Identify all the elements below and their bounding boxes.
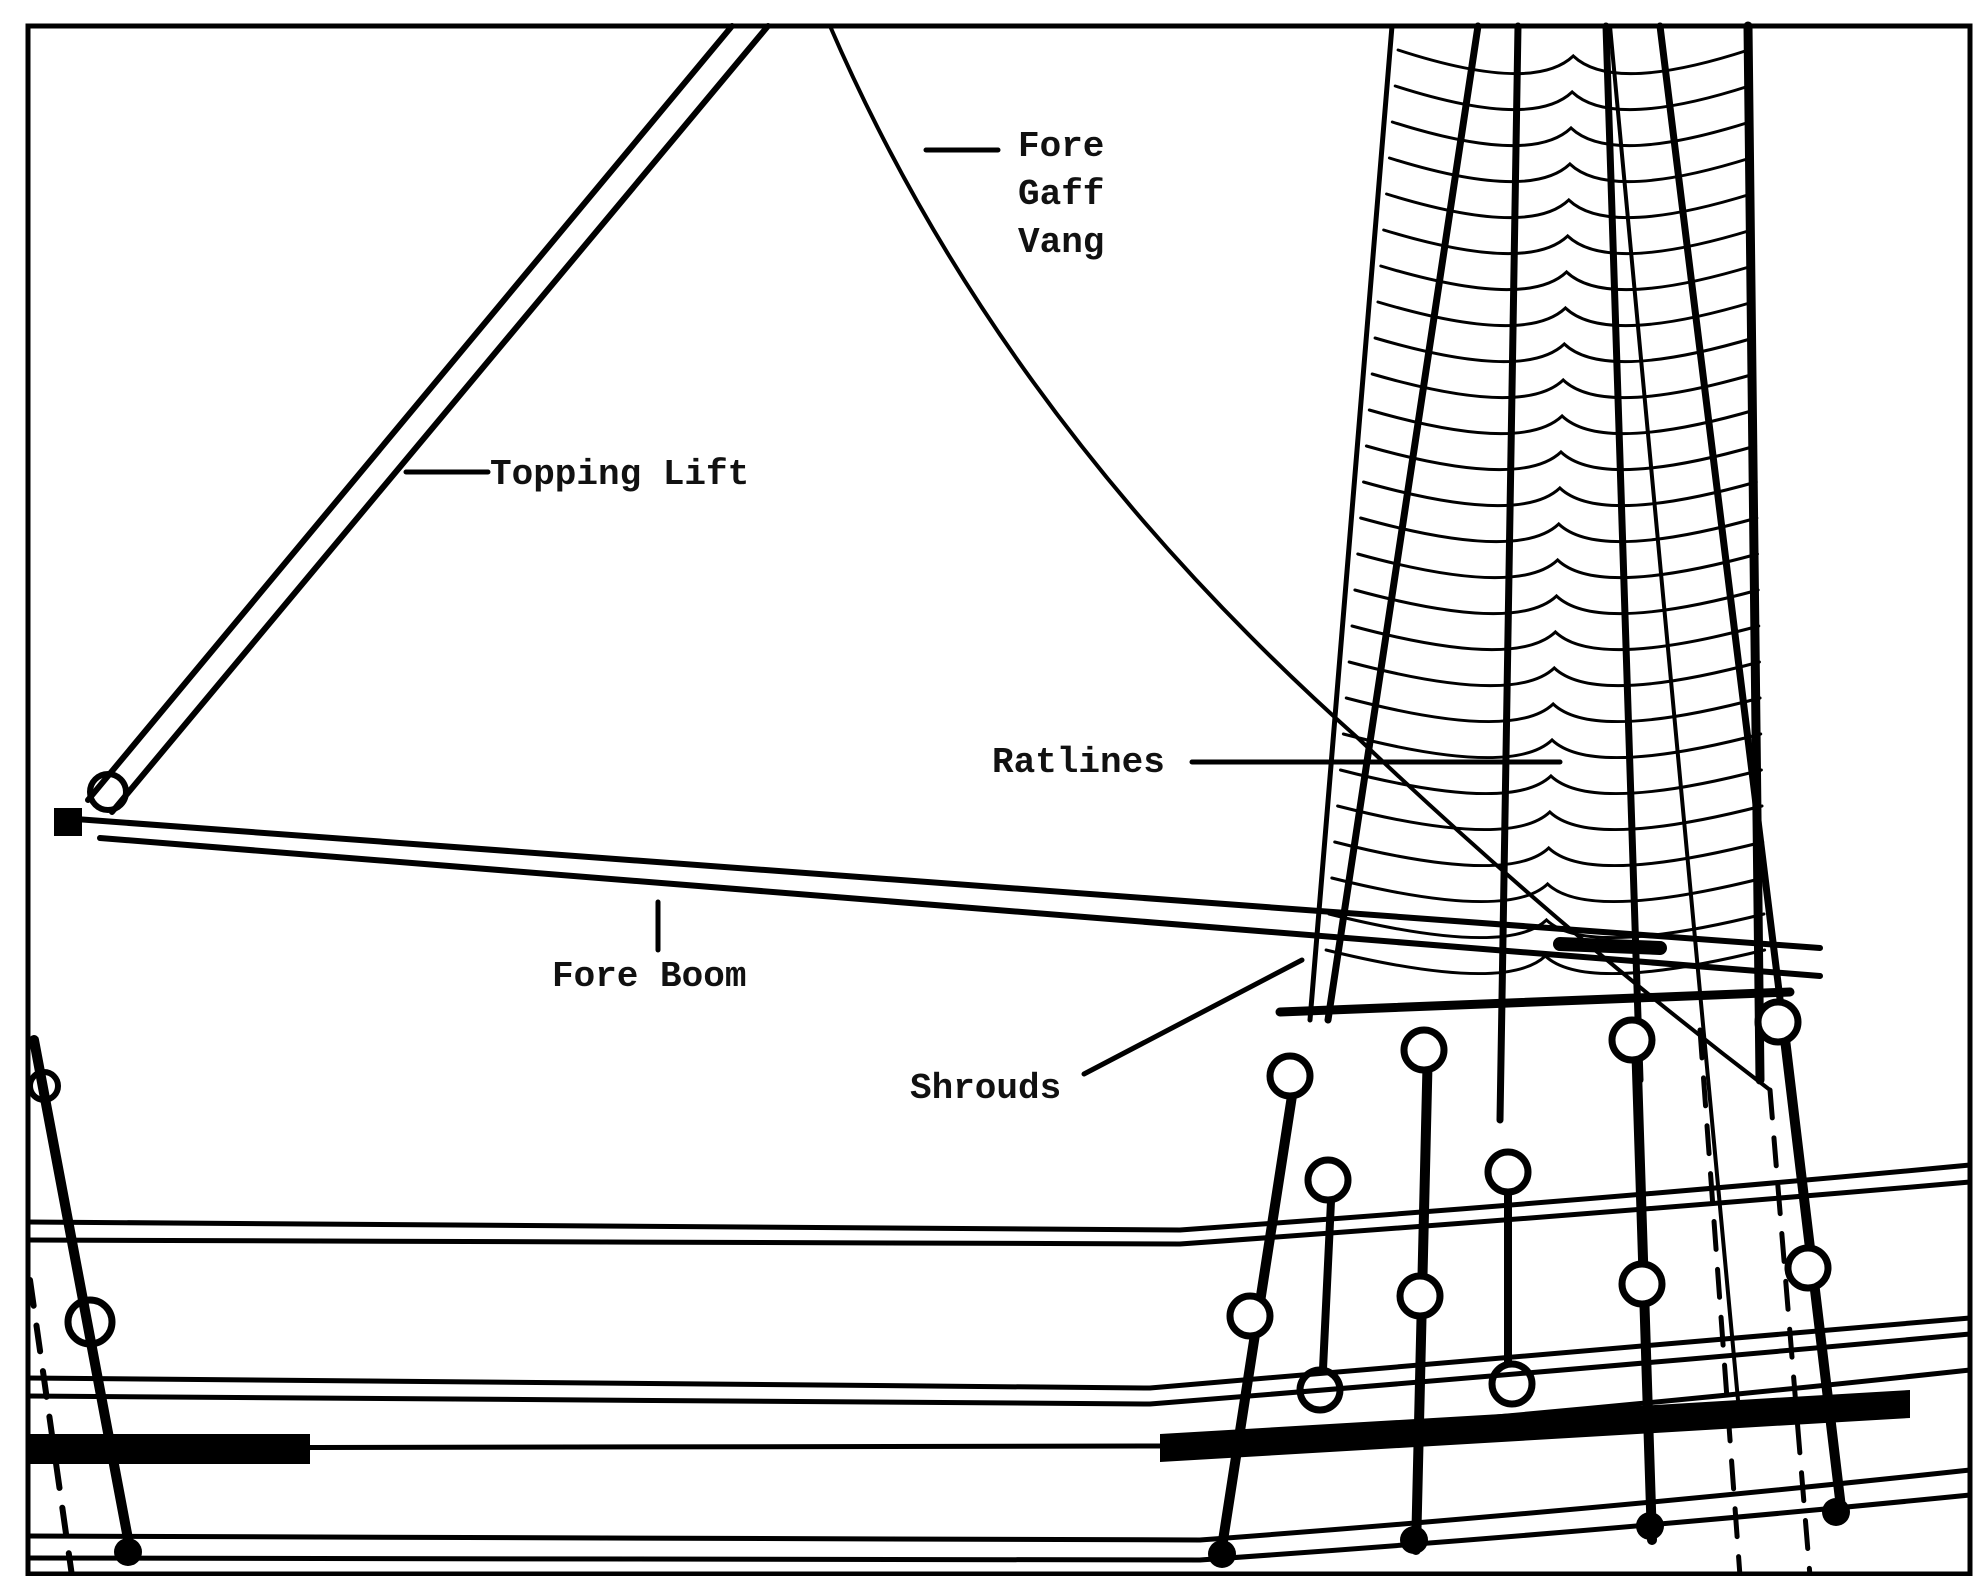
deadeye	[1484, 1148, 1532, 1196]
ratline	[1338, 768, 1763, 796]
ratline	[1364, 444, 1758, 472]
deadeye	[1226, 1292, 1274, 1340]
label-fore-boom: Fore Boom	[552, 956, 746, 997]
fore-gaff-vang	[828, 24, 1772, 1092]
ratline	[1387, 156, 1752, 184]
chainplate-bolt	[1208, 1540, 1236, 1568]
chainplate-bolt	[1400, 1526, 1428, 1554]
ratline	[1396, 48, 1750, 76]
label-topping-lift: Topping Lift	[490, 454, 749, 495]
ratline	[1373, 336, 1756, 364]
ratline	[1379, 264, 1754, 292]
deadeye	[1304, 1156, 1352, 1204]
leader-lines	[403, 147, 1563, 1077]
ratline	[1385, 192, 1753, 220]
ratline	[1356, 552, 1759, 580]
deadeye	[1784, 1244, 1832, 1292]
deadeye	[1396, 1272, 1444, 1320]
ratline	[1347, 660, 1761, 688]
label-shrouds: Shrouds	[910, 1068, 1061, 1109]
chainplate-bolt	[1822, 1498, 1850, 1526]
ratline	[1327, 912, 1766, 940]
deadeye	[1754, 998, 1802, 1046]
label-fore: Fore	[1018, 126, 1104, 167]
ratline	[1359, 516, 1759, 544]
label-ratlines: Ratlines	[992, 742, 1165, 783]
ratline	[1336, 804, 1764, 832]
left-edge-rigging	[27, 1035, 142, 1576]
ratline	[1324, 948, 1767, 976]
ratline	[1382, 228, 1754, 256]
ratline	[1344, 696, 1762, 724]
ratline	[1362, 480, 1758, 508]
ratline	[1393, 84, 1751, 112]
deadeye	[1400, 1026, 1448, 1074]
ratline	[1341, 732, 1763, 760]
ratline	[1353, 588, 1760, 616]
label-gaff: Gaff	[1018, 174, 1104, 215]
topping-lift	[85, 23, 771, 815]
label-vang: Vang	[1018, 222, 1104, 263]
fore-boom	[54, 771, 1823, 979]
ratline	[1350, 624, 1761, 652]
ratline	[1370, 372, 1756, 400]
dashed-lines	[1697, 1027, 1813, 1576]
deadeye	[1488, 1360, 1536, 1408]
deadeye	[1608, 1016, 1656, 1064]
ratlines	[1324, 48, 1767, 976]
ratline	[1376, 300, 1755, 328]
hull-planking	[25, 937, 1973, 1563]
deadeye	[1266, 1052, 1314, 1100]
ratline	[1390, 120, 1752, 148]
shroud-line	[1318, 1176, 1336, 1394]
ratline	[1367, 408, 1757, 436]
ratline	[1330, 876, 1765, 904]
deadeye	[1618, 1260, 1666, 1308]
ratline	[1333, 840, 1765, 868]
